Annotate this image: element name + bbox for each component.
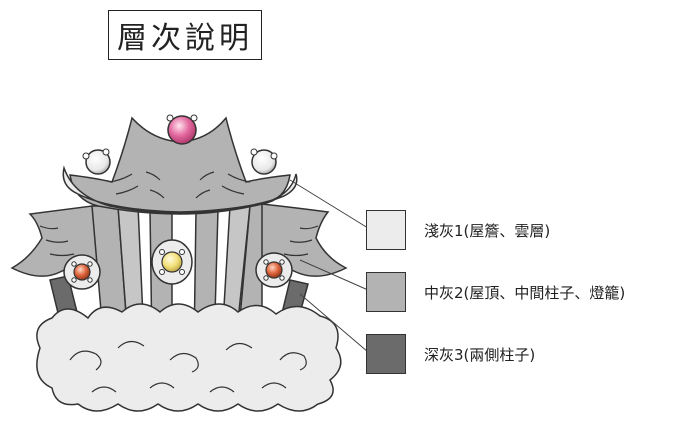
leader-line-dark: [299, 293, 369, 353]
main-roof-eave: [62, 165, 298, 214]
leader-line-medium: [299, 259, 369, 291]
legend-item-light: 淺灰1(屋簷、雲層): [366, 210, 550, 250]
legend-swatch-light: [366, 210, 406, 250]
lantern-right: [255, 252, 293, 288]
legend-label-dark: 深灰3(兩側柱子): [424, 345, 536, 364]
lantern-top: [166, 114, 198, 145]
legend-item-medium: 中灰2(屋頂、中間柱子、燈籠): [366, 272, 625, 312]
leader-line-light: [289, 179, 369, 229]
legend-item-dark: 深灰3(兩側柱子): [366, 334, 535, 374]
lantern-right-roof: [250, 148, 278, 175]
title-box: 層次說明: [108, 10, 262, 60]
lantern-left-roof: [82, 148, 111, 175]
cloud-swirls: [69, 340, 307, 393]
legend-swatch-dark: [366, 334, 406, 374]
main-roof: [69, 116, 291, 215]
legend-label-medium: 中灰2(屋頂、中間柱子、燈籠): [424, 283, 626, 302]
legend-swatch-medium: [366, 272, 406, 312]
lantern-center: [151, 239, 193, 285]
legend-label-light: 淺灰1(屋簷、雲層): [424, 221, 551, 240]
diagram-title: 層次說明: [117, 21, 253, 56]
cloud-layer: [36, 303, 342, 412]
lantern-left: [63, 254, 101, 290]
